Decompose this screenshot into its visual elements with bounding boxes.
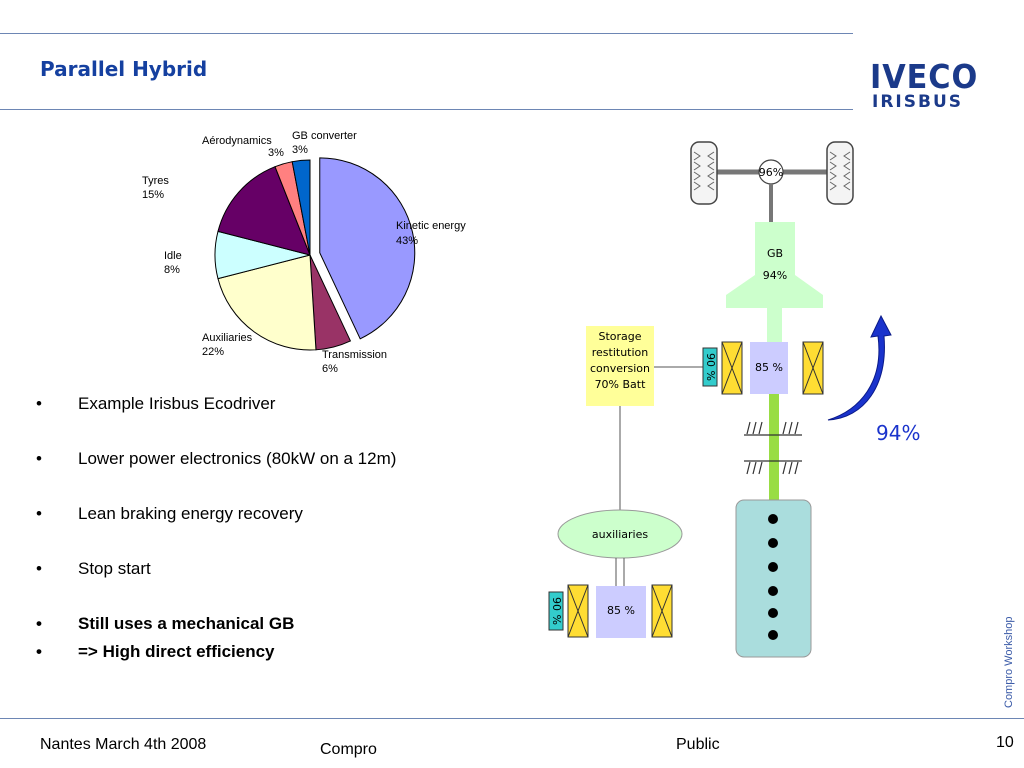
svg-text:Storage: Storage <box>598 330 641 343</box>
pie-label-name: Transmission <box>322 349 387 361</box>
title-rule <box>0 109 853 110</box>
pie-label-name: Auxiliaries <box>202 332 253 344</box>
pie-label-value: 22% <box>202 346 224 358</box>
pie-label-name: GB converter <box>292 130 357 142</box>
pie-slice-auxiliaries <box>217 254 317 351</box>
upper-inverter <box>702 347 718 387</box>
auxiliaries-group: auxiliaries 90 % 85 % <box>548 509 683 638</box>
upper-motor <box>750 342 788 394</box>
curved-arrow-icon <box>827 314 892 421</box>
pie-label-value: 15% <box>142 189 164 201</box>
svg-text:90 %: 90 % <box>704 353 717 381</box>
footer-rule <box>0 718 1024 719</box>
svg-text:restitution: restitution <box>592 346 649 359</box>
side-caption: Compro Workshop <box>1003 616 1015 709</box>
drivetrain-diagram: 96% GB 94% Storage restitution conversio… <box>548 141 920 658</box>
gearbox: GB 94% <box>726 222 823 344</box>
clutch-shaft <box>744 394 802 500</box>
pie-label-name: Kinetic energy <box>396 220 466 232</box>
logo-iveco: IVECO <box>870 57 979 96</box>
page-number: 10 <box>996 734 1014 751</box>
lower-inverter <box>548 591 564 631</box>
pie-label-value: 3% <box>268 147 284 159</box>
pie-label-name: Tyres <box>142 175 169 187</box>
pie-label-value: 3% <box>292 144 308 156</box>
top-rule <box>0 33 853 34</box>
rear-axle: 96% <box>690 141 854 222</box>
pie-slice-gb-converter <box>291 159 311 256</box>
pie-label-name: Idle <box>164 250 182 262</box>
svg-text:96%: 96% <box>759 166 783 179</box>
engine <box>735 499 812 658</box>
footer-center: Compro <box>320 741 377 758</box>
pie-label-name: Aérodynamics <box>202 135 272 147</box>
svg-text:70% Batt: 70% Batt <box>595 378 647 391</box>
pie-slice-tyres <box>217 166 311 256</box>
logo-irisbus: IRISBUS <box>872 92 963 112</box>
svg-text:auxiliaries: auxiliaries <box>592 528 648 541</box>
svg-text:90 %: 90 % <box>550 597 563 625</box>
svg-text:conversion: conversion <box>590 362 650 375</box>
pie-label-value: 43% <box>396 235 418 247</box>
storage-box: Storage restitution conversion 70% Batt <box>586 326 703 514</box>
svg-text:85 %: 85 % <box>755 361 783 374</box>
page-title: Parallel Hybrid <box>40 57 208 81</box>
pie-slice-kinetic-energy <box>319 157 416 340</box>
svg-text:85 %: 85 % <box>607 604 635 617</box>
lower-motor <box>596 586 646 638</box>
overall-efficiency: 94% <box>876 421 920 445</box>
svg-text:GB: GB <box>767 247 783 260</box>
energy-pie-chart: Kinetic energy 43% Transmission 6% Auxiliari… <box>142 130 466 375</box>
footer-classification: Public <box>676 736 720 753</box>
footer-date: Nantes March 4th 2008 <box>40 736 207 753</box>
upper-motor-group: 90 % 85 % <box>702 341 824 395</box>
svg-text:94%: 94% <box>763 269 787 282</box>
pie-label-value: 8% <box>164 264 180 276</box>
pie-label-value: 6% <box>322 363 338 375</box>
